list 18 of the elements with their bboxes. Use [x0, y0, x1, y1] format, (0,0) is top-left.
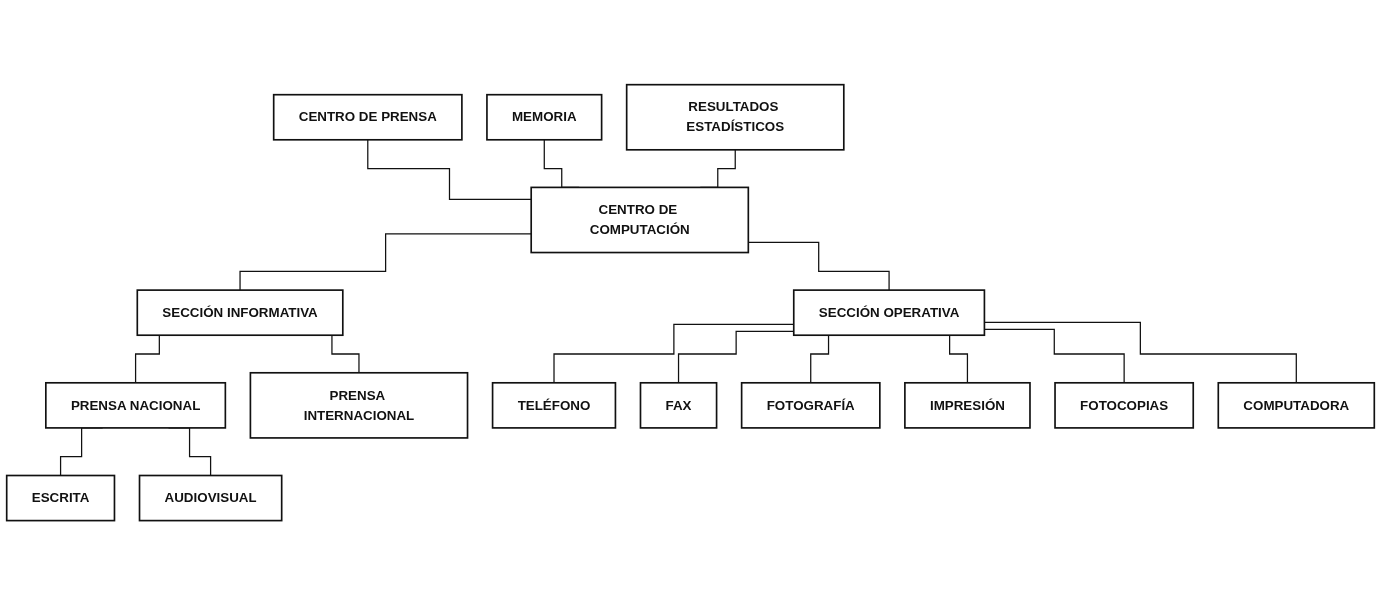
- node-box: SECCIÓN INFORMATIVA: [136, 289, 344, 337]
- node-box: FAX: [639, 382, 718, 430]
- node-box: SECCIÓN OPERATIVA: [792, 289, 986, 337]
- node-box: PRENSA NACIONAL: [45, 382, 227, 430]
- node-box: FOTOCOPIAS: [1054, 382, 1195, 430]
- node-box: ESCRITA: [5, 475, 116, 522]
- node-box: RESULTADOS ESTADÍSTICOS: [625, 84, 845, 151]
- node-box: CENTRO DE PRENSA: [272, 94, 463, 141]
- connector: [367, 139, 532, 201]
- node-box: MEMORIA: [486, 94, 603, 141]
- node-box: IMPRESIÓN: [904, 382, 1031, 430]
- node-box: TELÉFONO: [491, 382, 617, 430]
- node-box: CENTRO DE COMPUTACIÓN: [530, 186, 750, 254]
- node-box: FOTOGRAFÍA: [740, 382, 881, 430]
- node-box: AUDIOVISUAL: [138, 475, 283, 522]
- connector: [239, 233, 532, 292]
- node-box: PRENSA INTERNACIONAL: [249, 372, 469, 440]
- node-box: COMPUTADORA: [1217, 382, 1376, 430]
